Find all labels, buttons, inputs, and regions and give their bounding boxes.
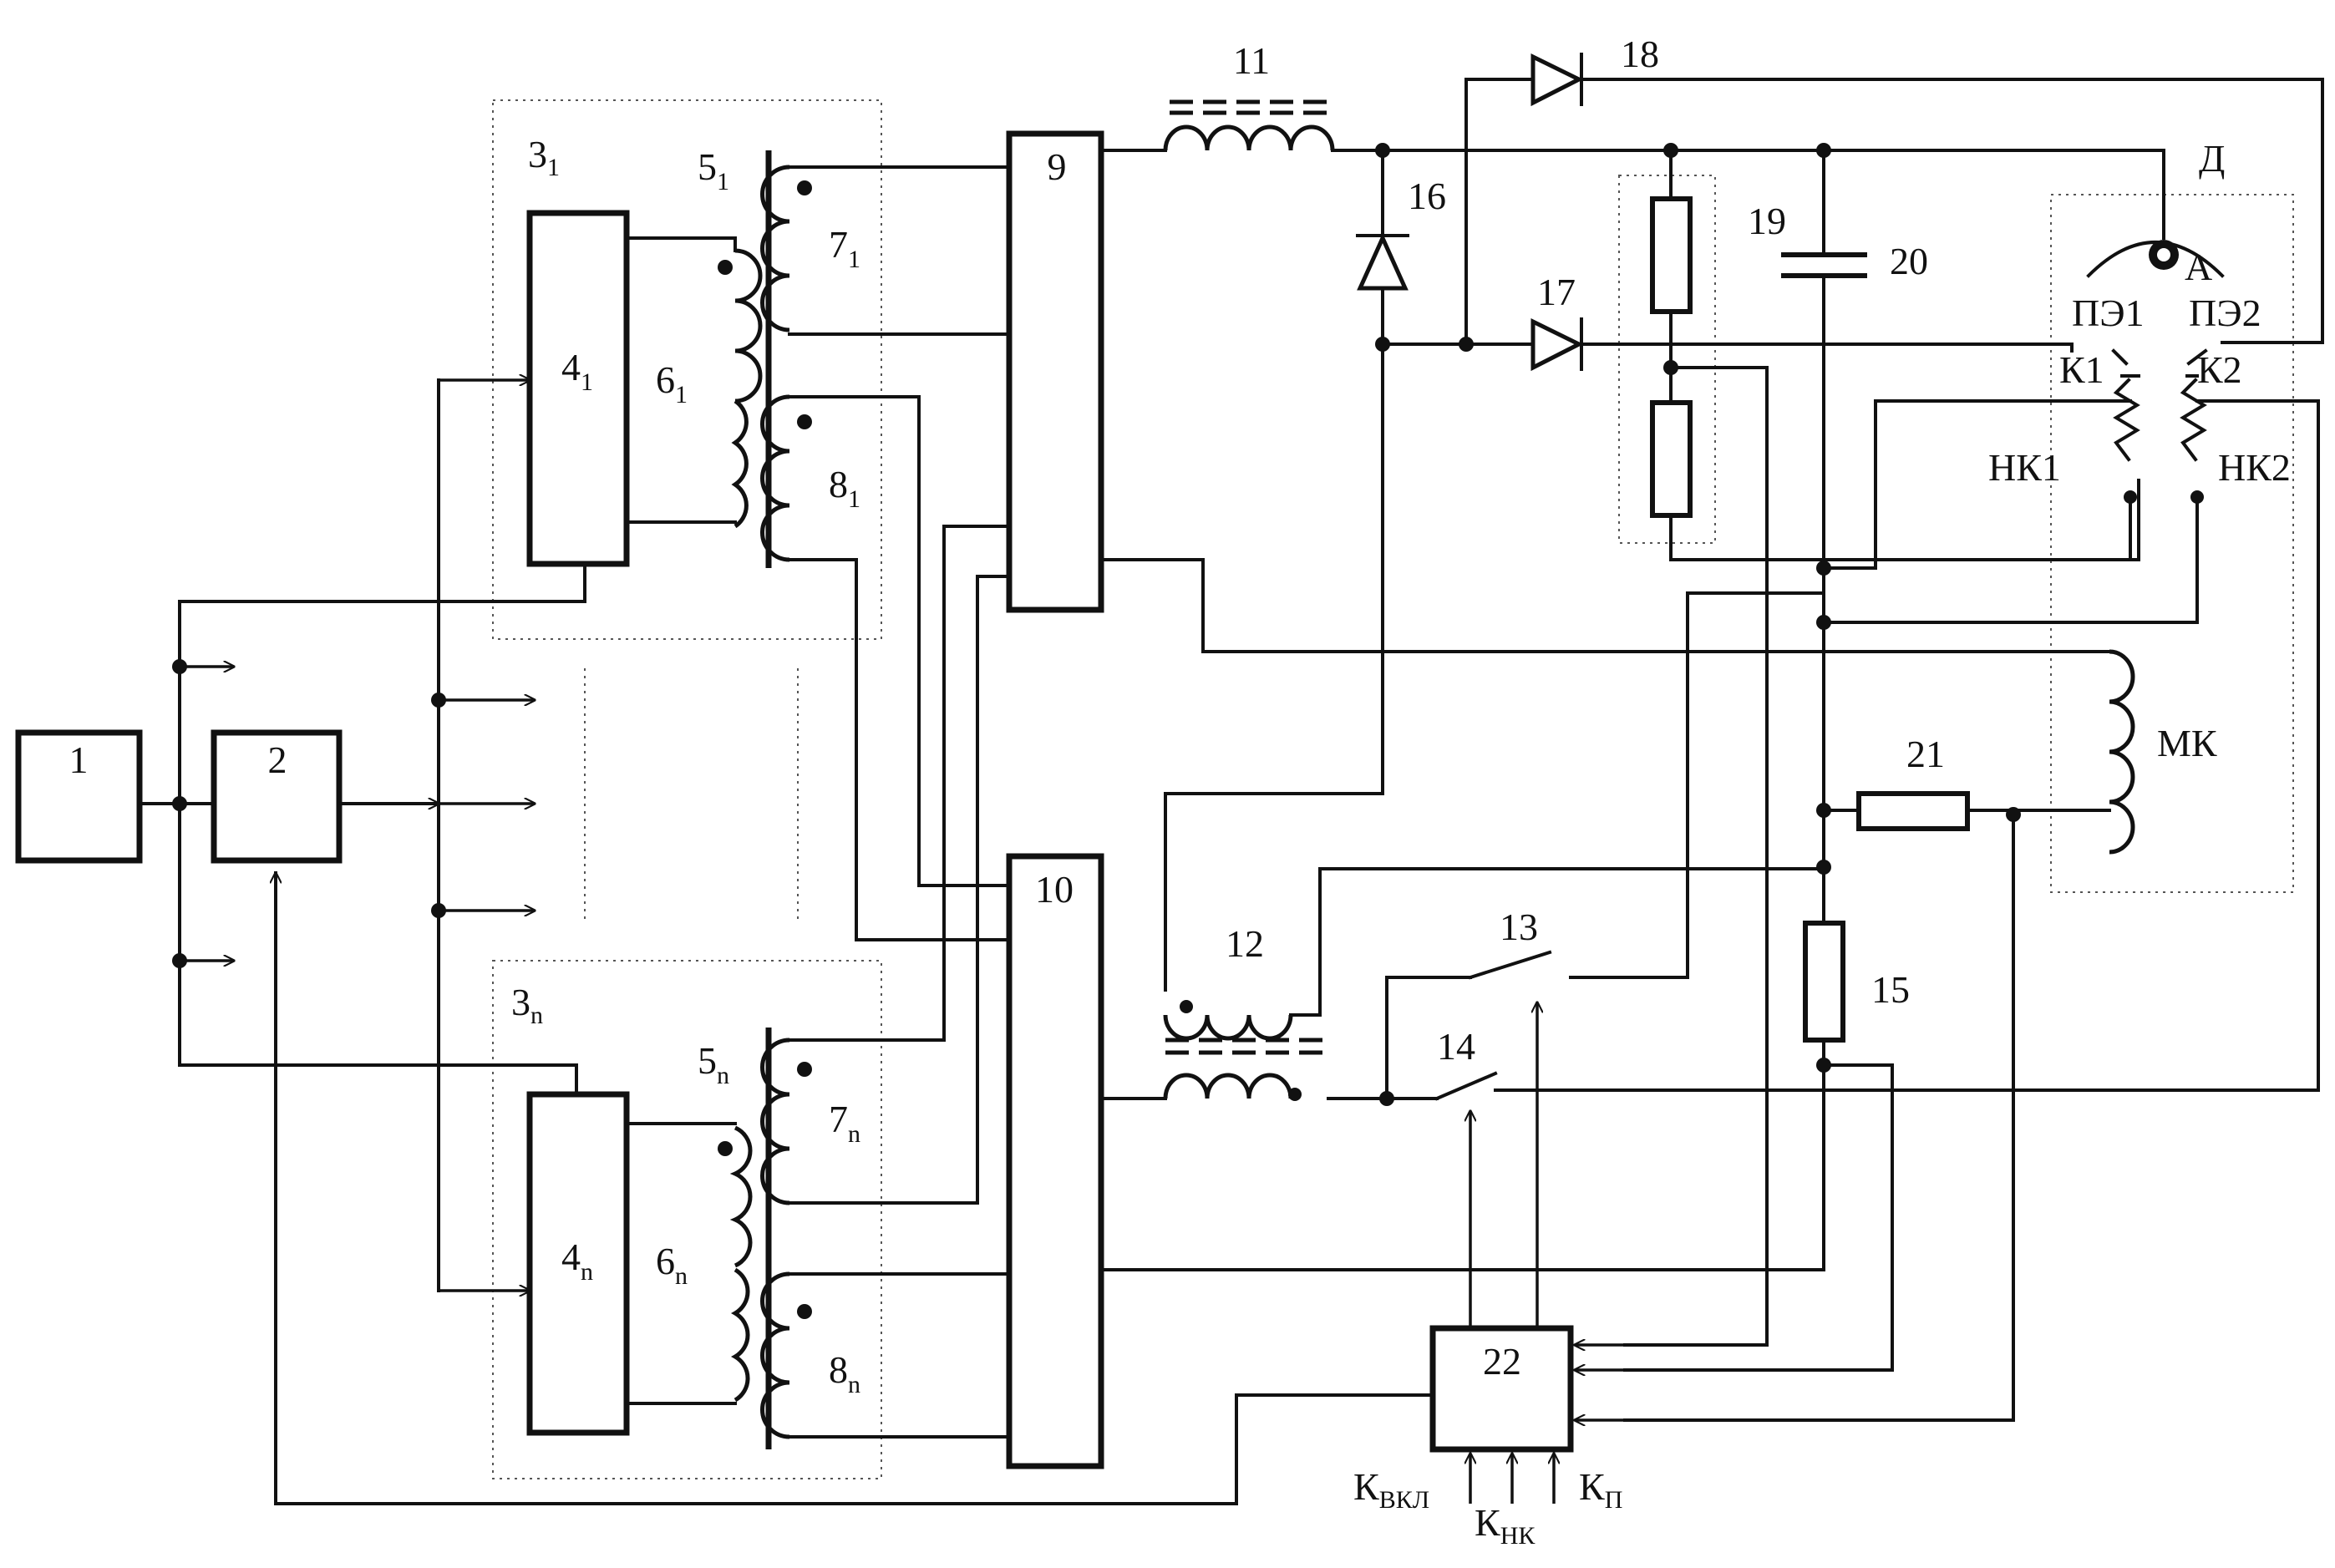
resistor-21: 21	[1625, 733, 2109, 1420]
block-2: 2	[214, 733, 339, 860]
block-4-n: 4n	[530, 1094, 627, 1433]
label-7-n: 7n	[829, 1098, 860, 1148]
label-3-n: 3n	[511, 981, 543, 1029]
svg-text:16: 16	[1408, 175, 1446, 217]
block-22: 22 КВКЛ КНК КП	[1353, 1328, 1625, 1550]
feedback-wire-22-to-2	[276, 873, 1437, 1504]
coil-MK: МК	[1101, 560, 2217, 852]
svg-text:17: 17	[1537, 271, 1576, 313]
svg-text:МК: МК	[2157, 722, 2217, 764]
label-6-1: 61	[656, 358, 688, 408]
svg-text:ПЭ2: ПЭ2	[2189, 292, 2261, 334]
switch-14: 14	[1379, 1025, 1495, 1328]
svg-text:2: 2	[268, 738, 287, 781]
svg-text:К2: К2	[2197, 348, 2242, 391]
switch-13: 13	[1387, 593, 1824, 1328]
svg-text:19: 19	[1748, 200, 1786, 242]
label-6-n: 6n	[656, 1240, 688, 1290]
label-8-1: 81	[829, 463, 860, 513]
svg-text:КНК: КНК	[1475, 1501, 1536, 1550]
svg-text:14: 14	[1437, 1025, 1475, 1068]
svg-text:К1: К1	[2059, 348, 2104, 391]
svg-text:12: 12	[1226, 922, 1264, 965]
svg-text:13: 13	[1500, 906, 1538, 948]
block-1: 1	[18, 733, 140, 860]
label-5-1: 51	[698, 145, 729, 195]
svg-text:21: 21	[1906, 733, 1945, 775]
svg-text:15: 15	[1871, 968, 1910, 1011]
label-7-1: 71	[829, 223, 860, 273]
svg-text:10: 10	[1035, 868, 1074, 911]
svg-text:Д: Д	[2199, 137, 2225, 180]
inductor-11: 11	[1101, 39, 1332, 150]
svg-text:1: 1	[69, 738, 89, 781]
transformer-5-n	[718, 1028, 812, 1449]
svg-text:9: 9	[1048, 145, 1067, 188]
block-9: 9	[1009, 134, 1101, 610]
transformer-5-1	[718, 150, 812, 568]
svg-text:НК1: НК1	[1988, 446, 2061, 489]
label-8-n: 8n	[829, 1348, 860, 1398]
svg-text:18: 18	[1621, 33, 1659, 75]
block-4-1: 41	[530, 213, 627, 564]
secondary-wiring	[789, 167, 1009, 1437]
resistor-15: 15	[1101, 923, 1910, 1370]
diode-16: 16	[1165, 150, 1446, 990]
svg-text:КВКЛ: КВКЛ	[1353, 1465, 1429, 1514]
svg-text:20: 20	[1890, 240, 1928, 282]
label-5-n: 5n	[698, 1039, 729, 1089]
label-3-1: 31	[528, 133, 560, 181]
svg-text:11: 11	[1233, 39, 1270, 82]
svg-text:КП: КП	[1579, 1465, 1622, 1514]
diode-17: 17	[1383, 271, 2072, 369]
resistor-divider	[1625, 150, 2139, 1345]
block-10: 10	[1009, 856, 1101, 1466]
svg-text:ПЭ1: ПЭ1	[2072, 292, 2145, 334]
svg-text:А: А	[2185, 246, 2212, 288]
svg-text:22: 22	[1483, 1340, 1521, 1383]
svg-text:НК2: НК2	[2218, 446, 2291, 489]
